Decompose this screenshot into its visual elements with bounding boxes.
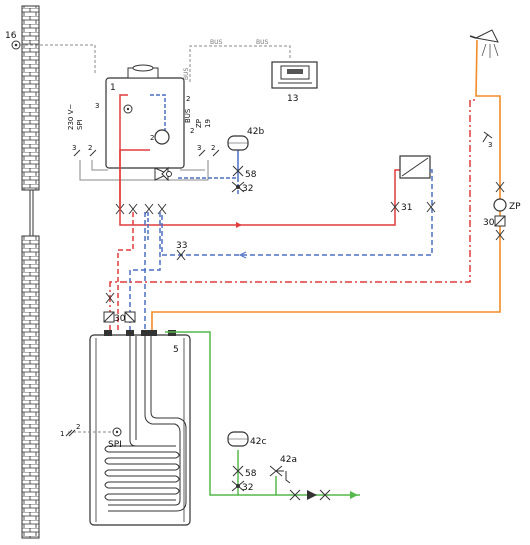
svg-text:2: 2 <box>190 127 194 135</box>
cold-inlet-valves <box>289 489 331 501</box>
svg-text:2: 2 <box>186 95 190 103</box>
svg-text:2: 2 <box>88 144 92 152</box>
valve-58b-icon <box>232 465 244 477</box>
svg-text:58: 58 <box>245 170 257 180</box>
circulation-pump-zp-icon <box>493 198 507 212</box>
svg-text:ZP: ZP <box>509 202 521 212</box>
svg-text:42c: 42c <box>250 437 266 447</box>
svg-text:BUS: BUS <box>210 39 223 46</box>
brick-wall-lower <box>21 235 40 539</box>
label-16: 16 <box>5 31 17 41</box>
svg-text:BUS: BUS <box>256 39 269 46</box>
svg-text:31: 31 <box>401 203 412 213</box>
svg-text:2: 2 <box>76 423 80 431</box>
shower-head-icon <box>474 29 499 43</box>
svg-text:BUS: BUS <box>184 108 192 123</box>
svg-text:5: 5 <box>173 345 179 355</box>
heating-coil <box>104 336 187 512</box>
svg-text:30: 30 <box>114 314 126 324</box>
svg-text:3: 3 <box>488 141 492 149</box>
valve-33-icon <box>176 249 186 261</box>
label-13: 13 <box>287 94 298 104</box>
brick-wall-upper <box>21 5 40 191</box>
svg-text:2: 2 <box>211 144 215 152</box>
svg-text:230 V~: 230 V~ <box>67 104 75 130</box>
valve-58a-icon <box>232 165 244 177</box>
svg-text:1: 1 <box>110 83 116 93</box>
svg-text:3: 3 <box>95 102 99 110</box>
sensor-wire <box>20 44 96 75</box>
svg-text:32: 32 <box>242 184 253 194</box>
svg-text:3: 3 <box>197 144 201 152</box>
svg-text:33: 33 <box>176 241 187 251</box>
valve-31-icon <box>390 201 400 213</box>
svg-text:42a: 42a <box>280 455 297 465</box>
svg-text:1: 1 <box>60 430 64 438</box>
boiler-wiring <box>79 160 209 181</box>
tank-flow-line <box>117 212 134 332</box>
svg-text:2: 2 <box>150 134 154 142</box>
svg-text:SPI: SPI <box>108 440 122 450</box>
boiler-outlet-valves <box>115 203 167 215</box>
cold-water-line <box>165 331 360 496</box>
svg-text:ZP: ZP <box>195 119 203 128</box>
svg-text:30: 30 <box>483 218 495 228</box>
bus-line <box>189 45 291 82</box>
svg-text:42b: 42b <box>247 127 264 137</box>
dhw-supply-line <box>151 39 501 332</box>
storage-tank <box>89 334 191 526</box>
svg-text:19: 19 <box>204 119 212 128</box>
boiler-unit <box>105 77 185 169</box>
heating-flow-line <box>119 168 400 226</box>
heating-return-line <box>161 169 433 256</box>
svg-text:32: 32 <box>242 483 253 493</box>
svg-text:BUS: BUS <box>183 67 190 80</box>
svg-text:3: 3 <box>72 144 76 152</box>
boiler-pump-icon <box>154 129 170 145</box>
svg-text:58: 58 <box>245 469 257 479</box>
svg-text:SPI: SPI <box>76 119 84 130</box>
